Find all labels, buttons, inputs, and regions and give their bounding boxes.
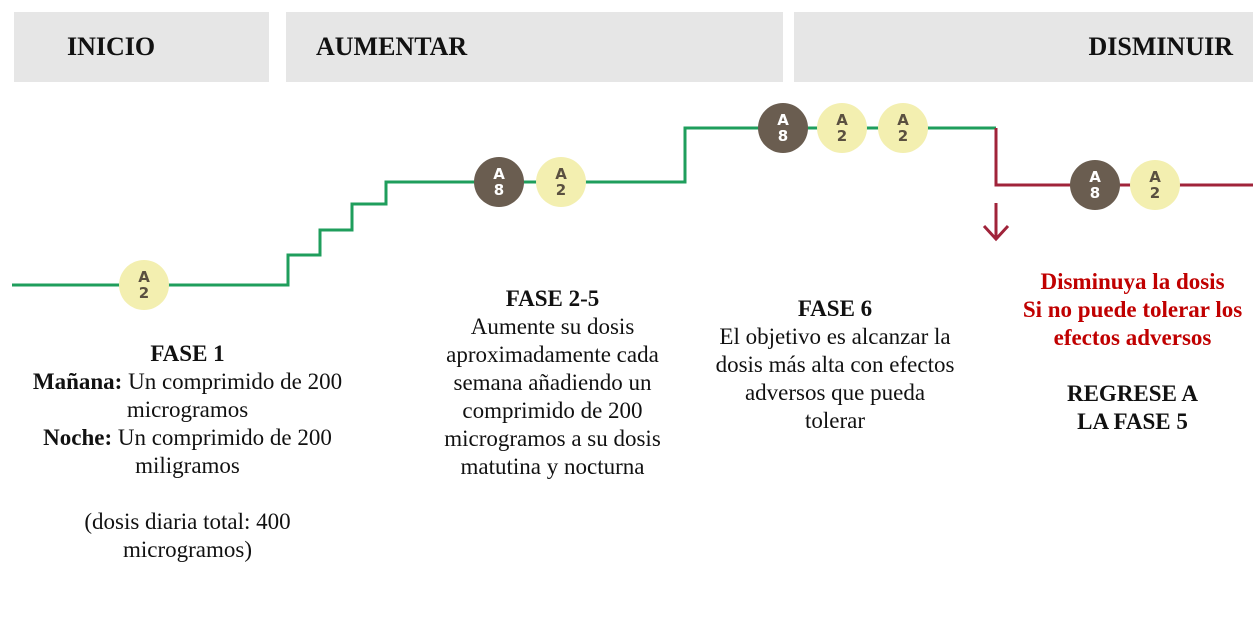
phase6-text: El objetivo es alcanzar la dosis más alt… <box>715 324 955 433</box>
down-arrow-icon <box>982 203 1010 242</box>
phase1-description: FASE 1 Mañana: Un comprimido de 200 micr… <box>20 340 355 564</box>
phase2-5-text: Aumente su dosis aproximadamente cada se… <box>444 314 661 479</box>
decrease-description: Disminuya la dosis Si no puede tolerar l… <box>1010 268 1253 436</box>
pill-number: 8 <box>778 127 788 145</box>
pill-number: 2 <box>898 127 908 145</box>
phase2-5-title: FASE 2-5 <box>505 286 600 311</box>
pill-number: 8 <box>1090 184 1100 202</box>
pill-letter: A <box>555 165 567 183</box>
phase1-morning-label: Mañana: <box>32 369 123 394</box>
phase1-night-label: Noche: <box>43 425 113 450</box>
pill-a2-phase6-1-icon: A2 <box>817 103 867 153</box>
pill-a8-phase6-icon: A8 <box>758 103 808 153</box>
phase1-night-text: Un comprimido de 200 miligramos <box>112 425 332 478</box>
pill-a8-phase2-5-icon: A8 <box>474 157 524 207</box>
pill-number: 8 <box>494 181 504 199</box>
pill-letter: A <box>777 111 789 129</box>
decrease-step-line <box>994 128 1253 187</box>
header-disminuir: DISMINUIR <box>794 12 1253 82</box>
pill-number: 2 <box>837 127 847 145</box>
pill-a2-phase1-icon: A2 <box>119 260 169 310</box>
increase-step-line <box>12 126 996 287</box>
header-inicio-label: INICIO <box>67 32 156 61</box>
pill-number: 2 <box>556 181 566 199</box>
decrease-return-text: REGRESE A LA FASE 5 <box>1066 381 1198 434</box>
pill-a2-decrease-icon: A2 <box>1130 160 1180 210</box>
header-aumentar-label: AUMENTAR <box>316 32 468 61</box>
pill-letter: A <box>138 268 150 286</box>
pill-a8-decrease-icon: A8 <box>1070 160 1120 210</box>
phase2-5-description: FASE 2-5 Aumente su dosis aproximadament… <box>410 285 695 481</box>
pill-number: 2 <box>139 284 149 302</box>
phase6-title: FASE 6 <box>797 296 873 321</box>
pill-letter: A <box>897 111 909 129</box>
decrease-warning-line2: Si no puede tolerar los efectos adversos <box>1022 297 1243 350</box>
header-disminuir-label: DISMINUIR <box>1088 32 1233 61</box>
decrease-warning-line1: Disminuya la dosis <box>1040 269 1225 294</box>
pill-letter: A <box>1089 168 1101 186</box>
pill-letter: A <box>493 165 505 183</box>
phase6-description: FASE 6 El objetivo es alcanzar la dosis … <box>715 295 955 435</box>
pill-letter: A <box>1149 168 1161 186</box>
pill-a2-phase2-5-icon: A2 <box>536 157 586 207</box>
header-inicio: INICIO <box>14 12 269 82</box>
pill-number: 2 <box>1150 184 1160 202</box>
phase1-title: FASE 1 <box>150 341 225 366</box>
phase1-total: (dosis diaria total: 400 microgramos) <box>84 509 291 562</box>
pill-letter: A <box>836 111 848 129</box>
phase1-morning-text: Un comprimido de 200 microgramos <box>122 369 343 422</box>
pill-a2-phase6-2-icon: A2 <box>878 103 928 153</box>
header-aumentar: AUMENTAR <box>286 12 783 82</box>
